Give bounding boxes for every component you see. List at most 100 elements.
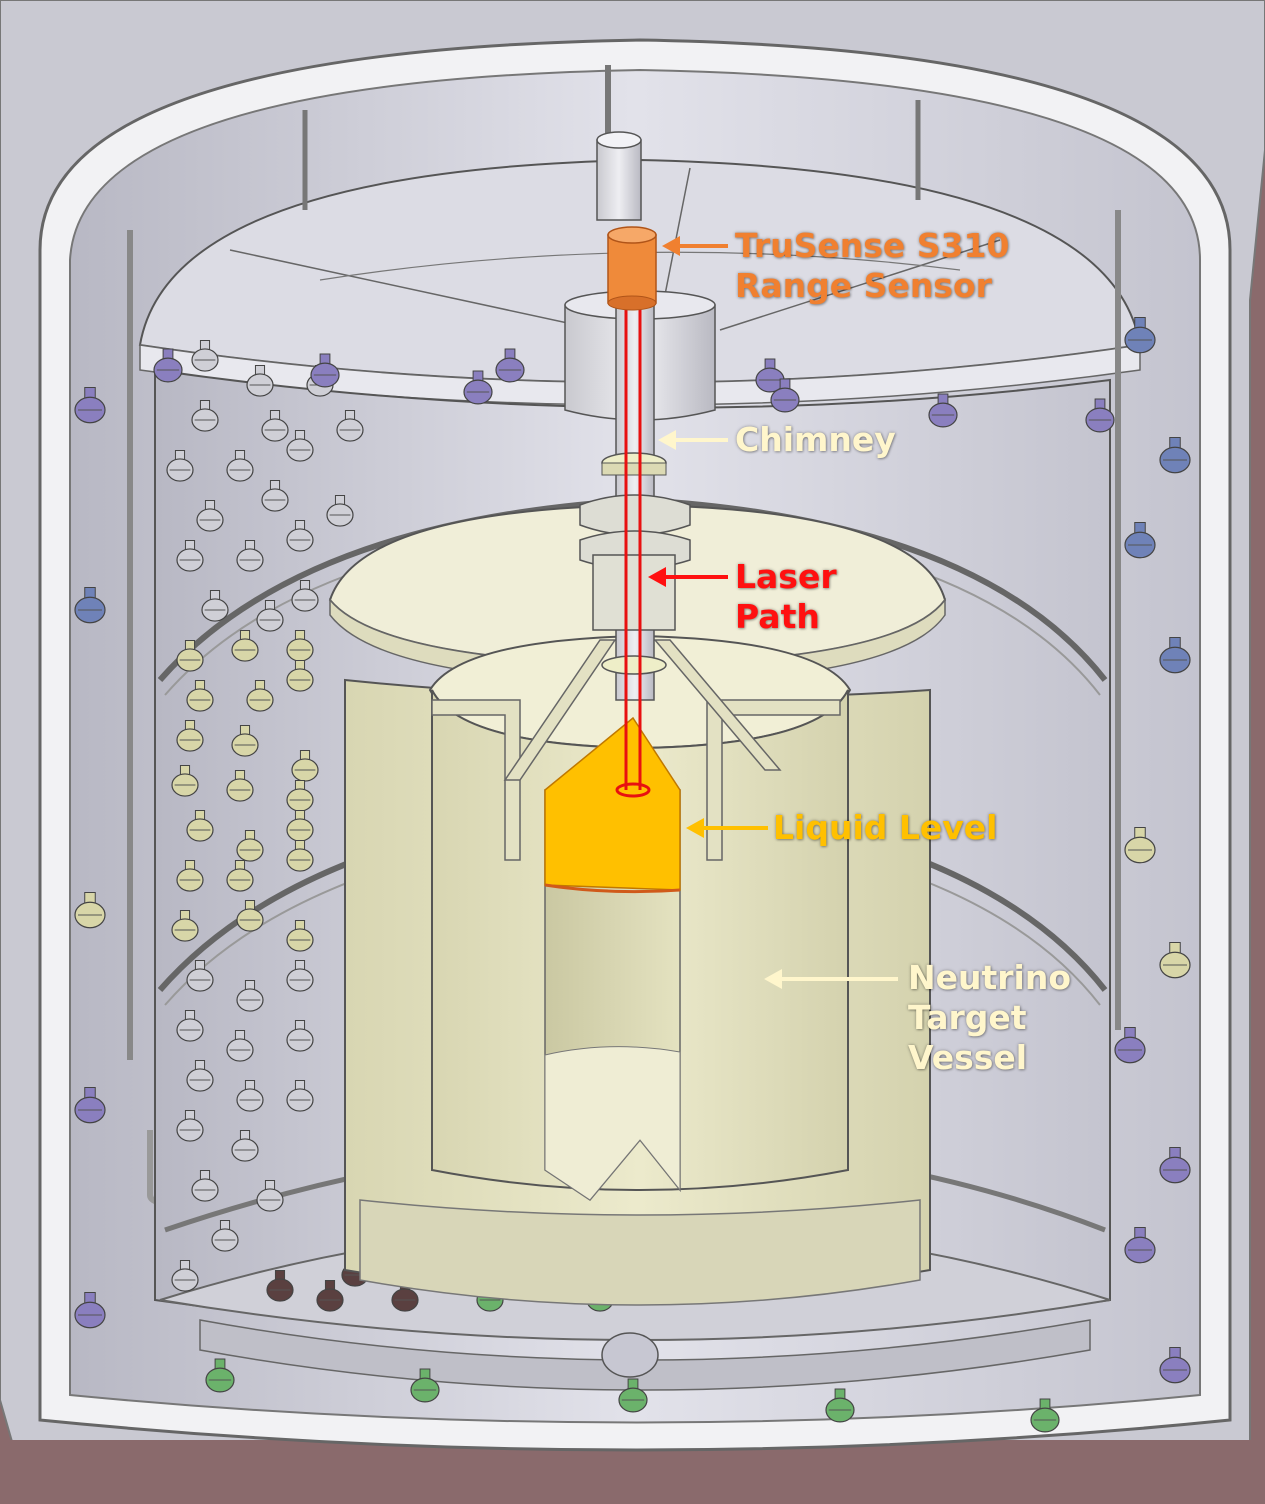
pmt <box>286 960 314 992</box>
pmt <box>201 590 229 622</box>
pmt <box>928 393 958 428</box>
pmt <box>74 387 106 424</box>
pmt-lid-ring <box>153 348 1115 433</box>
pmt <box>261 480 289 512</box>
pmt <box>770 378 800 413</box>
lid-seam-3 <box>719 239 1001 331</box>
pmt <box>286 1020 314 1052</box>
pmt <box>166 450 194 482</box>
pmt <box>286 630 314 662</box>
pmt <box>236 900 264 932</box>
pmt <box>176 540 204 572</box>
pmt <box>74 587 106 624</box>
pmt <box>463 370 493 405</box>
chimney-flange-4 <box>601 655 667 675</box>
pmt <box>1114 1027 1146 1064</box>
pmt <box>246 365 274 397</box>
lid-seam-1 <box>229 249 601 331</box>
liquid-level-line <box>544 883 681 894</box>
pmt <box>246 680 274 712</box>
pmt <box>171 765 199 797</box>
pmt <box>231 1130 259 1162</box>
pmt-veto-bottom <box>205 1358 1060 1433</box>
pmt <box>1030 1398 1060 1433</box>
target-inner-floor <box>544 1046 681 1201</box>
pmt <box>176 1010 204 1042</box>
arrow-liquid <box>686 818 768 838</box>
pmt <box>176 1110 204 1142</box>
pmt <box>336 410 364 442</box>
arrow-chimney <box>658 430 728 450</box>
pmt <box>186 680 214 712</box>
pmt <box>226 770 254 802</box>
label-range-sensor-line2: Range Sensor <box>735 266 992 305</box>
pmt <box>316 1280 344 1312</box>
pmt <box>825 1388 855 1423</box>
pmt <box>286 660 314 692</box>
label-chimney: Chimney <box>735 420 896 460</box>
label-laser-line2: Path <box>735 597 820 636</box>
pmt <box>1085 398 1115 433</box>
chimney-flange-1-side <box>601 462 667 476</box>
label-liquid-text: Liquid Level <box>773 808 998 847</box>
range-sensor-top <box>607 226 657 244</box>
bottom-dome <box>601 1332 659 1378</box>
pmt <box>211 1220 239 1252</box>
liquid-wedge <box>544 716 681 891</box>
pmt <box>286 430 314 462</box>
pmt <box>286 1080 314 1112</box>
label-liquid-level: Liquid Level <box>773 808 998 848</box>
pmt <box>231 630 259 662</box>
range-sensor-body <box>607 234 657 304</box>
label-chimney-text: Chimney <box>735 420 896 459</box>
pmt <box>256 600 284 632</box>
pmt <box>176 720 204 752</box>
chimney-top-tube <box>596 139 642 221</box>
pmt <box>196 500 224 532</box>
gamma-catcher-cutout <box>359 1199 921 1306</box>
pmt <box>286 840 314 872</box>
chimney-sleeve <box>592 554 676 631</box>
pmt <box>236 830 264 862</box>
pmt <box>618 1378 648 1413</box>
laser-spot <box>615 782 651 798</box>
label-target-vessel: Neutrino Target Vessel <box>908 958 1071 1078</box>
pmt <box>256 1180 284 1212</box>
pmt <box>286 780 314 812</box>
pmt <box>291 750 319 782</box>
arrow-vessel <box>764 969 898 989</box>
label-vessel-line3: Vessel <box>908 1038 1028 1077</box>
pmt <box>495 348 525 383</box>
pmt <box>1124 522 1156 559</box>
pmt <box>171 1260 199 1292</box>
pmt <box>226 1030 254 1062</box>
pmt <box>186 810 214 842</box>
label-vessel-line2: Target <box>908 998 1027 1037</box>
pmt <box>191 1170 219 1202</box>
arrow-laser <box>648 567 728 587</box>
pmt <box>1124 317 1156 354</box>
pmt <box>176 860 204 892</box>
arrow-sensor <box>662 236 728 256</box>
pmt <box>74 892 106 929</box>
pmt <box>266 1270 294 1302</box>
pmt <box>231 725 259 757</box>
pmt <box>1159 437 1191 474</box>
pmt <box>1124 1227 1156 1264</box>
support-fins <box>431 639 841 861</box>
pmt <box>286 520 314 552</box>
pmt <box>1159 1147 1191 1184</box>
label-vessel-line1: Neutrino <box>908 958 1072 997</box>
pmt <box>186 1060 214 1092</box>
pmt <box>286 920 314 952</box>
pmt-wall-left <box>74 387 106 1329</box>
pmt <box>1159 637 1191 674</box>
pmt <box>236 980 264 1012</box>
pmt <box>261 410 289 442</box>
pmt <box>191 340 219 372</box>
label-range-sensor: TruSense S310 Range Sensor <box>735 226 1009 306</box>
pmt <box>226 860 254 892</box>
label-laser-path: Laser Path <box>735 557 837 637</box>
